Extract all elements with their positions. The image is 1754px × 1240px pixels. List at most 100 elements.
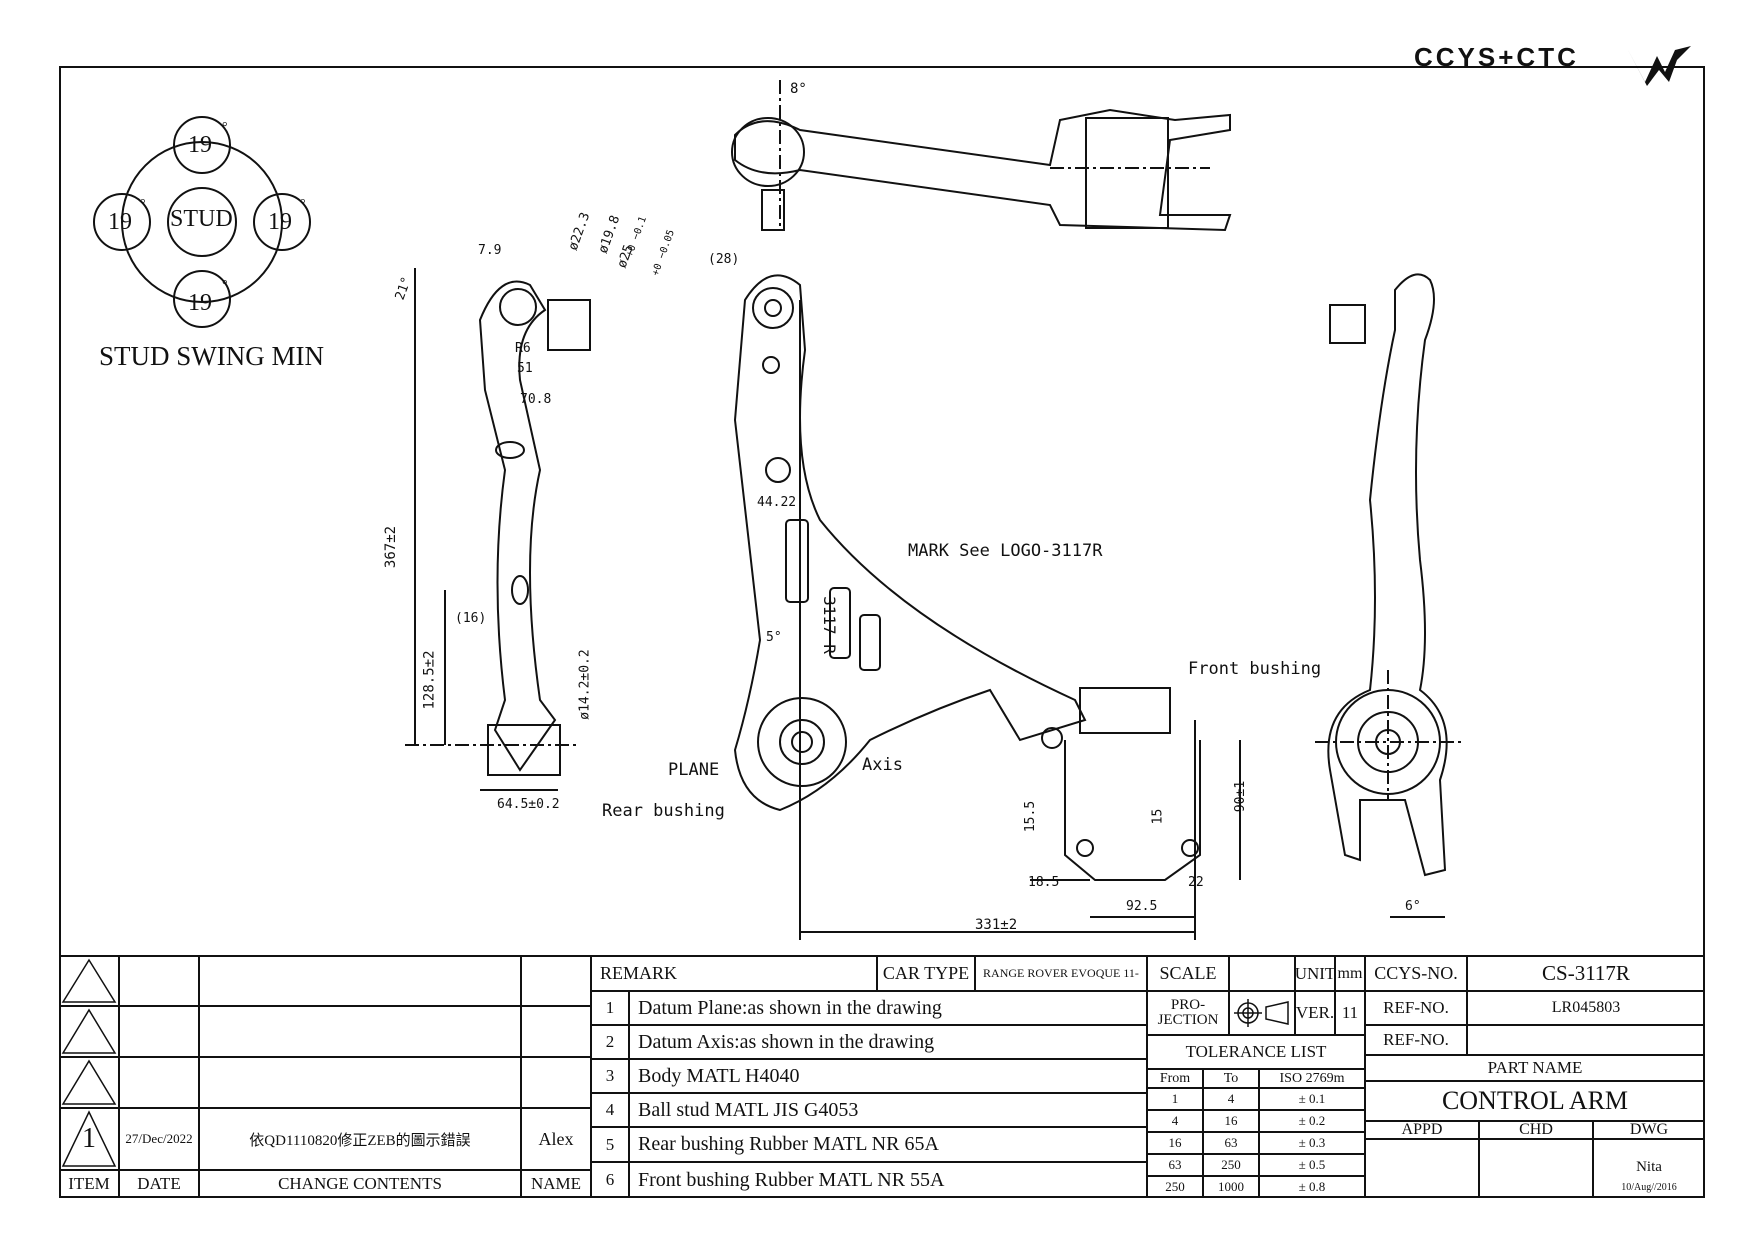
swing-right-deg: ° [300, 197, 306, 212]
revision-triangles [61, 958, 117, 1167]
rev-row-1-contents [199, 956, 521, 1006]
drawn-by: Nita [1636, 1159, 1662, 1175]
dim-90: 90±1 [1233, 780, 1249, 813]
ccys-no-value: CS-3117R [1467, 956, 1705, 991]
rev-header-date: DATE [119, 1170, 199, 1198]
dim-51: 51 [517, 361, 533, 376]
swing-center-circle [167, 187, 237, 257]
swing-bottom-label: 19 [188, 290, 212, 316]
tol-row-3-from: 16 [1147, 1132, 1203, 1154]
projection-label: PRO- JECTION [1147, 991, 1229, 1035]
remark-6-no: 6 [591, 1162, 629, 1198]
rev-header-item: ITEM [59, 1170, 119, 1198]
rev-header-contents: CHANGE CONTENTS [199, 1170, 521, 1198]
dim-5-deg: 5° [766, 630, 782, 645]
brand-logo: CCYS+CTC [1414, 42, 1579, 72]
tol-row-3-tol: ± 0.3 [1259, 1132, 1365, 1154]
dim-22: 22 [1188, 875, 1204, 890]
unit-label: UNIT [1295, 956, 1335, 991]
swing-caption: STUD SWING MIN [99, 341, 324, 371]
rev-row-4-contents: 依QD1110820修正ZEB的圖示錯誤 [199, 1108, 521, 1170]
dim-phi-14-2: ø14.2±0.2 [577, 649, 593, 720]
swing-outer-circle [121, 141, 283, 303]
ver-value: 11 [1335, 991, 1365, 1035]
rev-row-1-item [59, 956, 119, 1006]
ref-no-label: REF-NO. [1365, 991, 1467, 1025]
tol-row-2-tol: ± 0.2 [1259, 1110, 1365, 1132]
dim-128-5: 128.5±2 [421, 650, 438, 710]
dwg-value: Nita 10/Aug//2016 [1593, 1139, 1705, 1198]
tol-header-from: From [1147, 1069, 1203, 1088]
projection-symbol [1229, 991, 1295, 1035]
dim-92-5: 92.5 [1126, 899, 1158, 914]
swing-bottom-deg: ° [222, 278, 228, 293]
rev-row-1-date [119, 956, 199, 1006]
remark-6-text: Front bushing Rubber MATL NR 55A [629, 1162, 1147, 1198]
dim-angle-top: 8° [790, 81, 807, 97]
plane-label: PLANE [668, 760, 720, 780]
tol-row-4-tol: ± 0.5 [1259, 1154, 1365, 1176]
swing-top-label: 19 [188, 132, 212, 158]
chd-value [1479, 1139, 1593, 1198]
rev-row-3-date [119, 1057, 199, 1108]
ref-no-2-label: REF-NO. [1365, 1025, 1467, 1055]
unit-value: mm [1335, 956, 1365, 991]
rev-row-2-name [521, 1006, 591, 1057]
dim-331: 331±2 [975, 917, 1018, 933]
remark-2-text: Datum Axis:as shown in the drawing [629, 1025, 1147, 1059]
rev-row-3-item [59, 1057, 119, 1108]
third-angle-projection-icon [1234, 999, 1289, 1027]
car-type-label: CAR TYPE [877, 956, 975, 991]
dim-28: (28) [708, 252, 740, 267]
rev-header-name: NAME [521, 1170, 591, 1198]
scale-value [1229, 956, 1295, 991]
remark-4-no: 4 [591, 1093, 629, 1127]
tol-row-2-to: 16 [1203, 1110, 1259, 1132]
rev-row-1-name [521, 956, 591, 1006]
scale-label: SCALE [1147, 956, 1229, 991]
tol-row-1-tol: ± 0.1 [1259, 1088, 1365, 1110]
rev-row-3-name [521, 1057, 591, 1108]
remark-1-no: 1 [591, 991, 629, 1025]
swing-top-deg: ° [222, 120, 228, 135]
rev-row-2-contents [199, 1006, 521, 1057]
drawn-date: 10/Aug//2016 [1621, 1182, 1677, 1193]
dim-44-22: 44.22 [757, 495, 797, 510]
mark-label: MARK See LOGO-3117R [908, 541, 1103, 561]
tol-row-2-from: 4 [1147, 1110, 1203, 1132]
ver-label: VER. [1295, 991, 1335, 1035]
axis-label: Axis [862, 755, 903, 775]
remark-3-no: 3 [591, 1059, 629, 1093]
part-mark: 3117 R [819, 596, 839, 654]
tol-row-5-tol: ± 0.8 [1259, 1176, 1365, 1198]
brand-emblem-icon [1627, 46, 1691, 86]
tol-row-5-from: 250 [1147, 1176, 1203, 1198]
rev-row-2-item [59, 1006, 119, 1057]
dim-18-5: 18.5 [1028, 875, 1060, 890]
swing-center-label: STUD [170, 206, 233, 232]
rev-row-4-date: 27/Dec/2022 [119, 1108, 199, 1170]
tol-row-5-to: 1000 [1203, 1176, 1259, 1198]
dim-7-9: 7.9 [478, 243, 502, 258]
dim-16: (16) [455, 611, 487, 626]
dim-6-deg: 6° [1405, 899, 1421, 914]
title-block: 1 27/Dec/2022 依QD1110820修正ZEB的圖示錯誤 Alex … [59, 956, 1705, 1198]
tol-header-to: To [1203, 1069, 1259, 1088]
part-name-label: PART NAME [1365, 1055, 1705, 1081]
dwg-label: DWG [1593, 1121, 1705, 1139]
rev-row-2-date [119, 1006, 199, 1057]
remark-5-text: Rear bushing Rubber MATL NR 65A [629, 1127, 1147, 1162]
rev-row-3-contents [199, 1057, 521, 1108]
rear-bushing-label: Rear bushing [602, 801, 725, 821]
rev-row-4-item: 1 [59, 1108, 119, 1170]
front-bushing-label: Front bushing [1188, 659, 1322, 679]
tol-row-4-from: 63 [1147, 1154, 1203, 1176]
swing-right-label: 19 [268, 209, 292, 235]
chd-label: CHD [1479, 1121, 1593, 1139]
remark-label: REMARK [591, 956, 877, 991]
remark-2-no: 2 [591, 1025, 629, 1059]
tol-row-1-from: 1 [1147, 1088, 1203, 1110]
ref-no-value: LR045803 [1467, 991, 1705, 1025]
swing-left-label: 19 [108, 209, 132, 235]
